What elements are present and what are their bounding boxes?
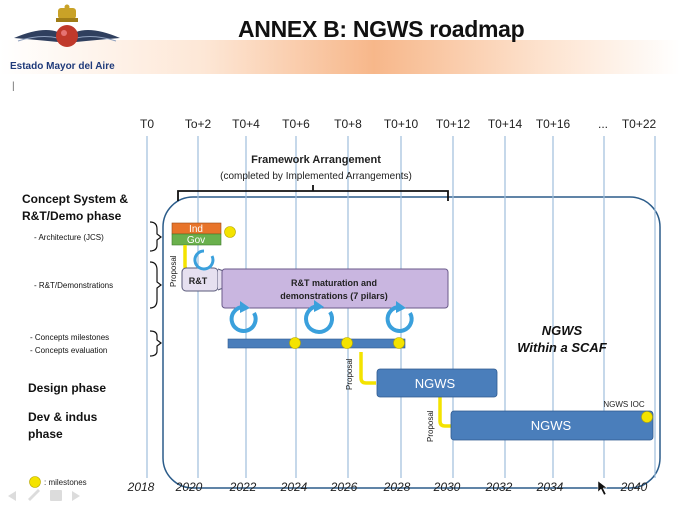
milestone-legend-icon: [29, 476, 41, 488]
dev-phase-label: Dev & indus: [28, 410, 98, 424]
year-label: 2018: [127, 480, 155, 494]
rt-box-label: R&T: [189, 276, 208, 286]
proposal-arrow: [438, 392, 451, 428]
milestones-label: - Concepts milestones: [30, 333, 109, 342]
ngws-dev-label: NGWS: [531, 418, 572, 433]
proposal-label: Proposal: [345, 358, 354, 390]
t-label: T0: [140, 117, 154, 131]
cycle-icon: [229, 304, 258, 333]
proposal-label: Proposal: [169, 255, 178, 287]
ngws-design-label: NGWS: [415, 376, 456, 391]
header-band: [0, 40, 680, 74]
dev-phase-label: phase: [28, 427, 63, 441]
slideshow-toolbar[interactable]: [8, 489, 80, 501]
framework-title: Framework Arrangement: [251, 154, 381, 166]
ind-label: Ind: [189, 224, 203, 235]
year-label: 2024: [280, 480, 308, 494]
year-label: 2040: [620, 480, 648, 494]
organization-name: Estado Mayor del Aire: [10, 61, 115, 72]
pen-icon[interactable]: [28, 489, 40, 501]
milestone-icon: [289, 337, 301, 349]
rt-maturation-label: R&T maturation and: [291, 278, 377, 288]
t-label: T0+12: [436, 117, 471, 131]
milestone-icon: [393, 337, 405, 349]
slide-title: ANNEX B: NGWS roadmap: [238, 16, 525, 42]
cycle-arrowhead-icon: [314, 300, 324, 312]
milestone-icon: [641, 411, 653, 423]
air-force-emblem-icon: [14, 4, 120, 47]
brace: [149, 330, 162, 357]
milestone-icon: [341, 337, 353, 349]
scaf-frame: [162, 196, 661, 489]
t-label: T0+8: [334, 117, 362, 131]
scaf-label: Within a SCAF: [517, 340, 607, 355]
gov-label: Gov: [187, 235, 205, 246]
rt-demo-label: - R&T/Demonstrations: [34, 281, 113, 290]
cycle-icon: [385, 304, 414, 333]
brace: [149, 261, 162, 309]
mouse-pointer-icon: [597, 480, 608, 496]
year-label: 2028: [383, 480, 411, 494]
legend-milestones: : milestones: [44, 478, 87, 487]
phase-concept-title: Concept System &: [22, 192, 128, 206]
ngws-ioc-label: NGWS IOC: [603, 400, 645, 409]
cycle-arrowhead-icon: [396, 301, 406, 313]
architecture-label: - Architecture (JCS): [34, 233, 104, 242]
t-label: T0+10: [384, 117, 419, 131]
year-label: 2020: [175, 480, 203, 494]
previous-slide-icon[interactable]: [8, 491, 16, 501]
year-label: 2030: [433, 480, 461, 494]
menu-icon[interactable]: [50, 490, 62, 501]
scaf-label: NGWS: [542, 323, 583, 338]
ngws-dev-bar: [450, 410, 654, 441]
next-slide-icon[interactable]: [72, 491, 80, 501]
rt-maturation-bar: [221, 268, 449, 309]
t-label: ...: [598, 117, 608, 131]
rt-maturation-label: demonstrations (7 pilars): [280, 291, 388, 301]
cycle-arrowhead-icon: [240, 301, 250, 313]
ngws-design-bar: [376, 368, 498, 398]
proposal-label: Proposal: [426, 410, 435, 442]
framework-bracket: [177, 185, 449, 201]
design-phase-label: Design phase: [28, 381, 106, 395]
text-cursor-mark: |: [12, 81, 15, 92]
t-label: To+2: [185, 117, 212, 131]
year-label: 2022: [229, 480, 257, 494]
milestone-icon: [224, 226, 236, 238]
t-label: T0+4: [232, 117, 260, 131]
slide-header: Estado Mayor del Aire ANNEX B: NGWS road…: [0, 0, 680, 92]
t-label: T0+16: [536, 117, 571, 131]
t-label: T0+6: [282, 117, 310, 131]
framework-subtitle: (completed by Implemented Arrangements): [220, 171, 412, 182]
gov-bar: [171, 233, 222, 246]
year-label: 2034: [536, 480, 564, 494]
proposal-arrow: [359, 352, 376, 385]
brace: [149, 221, 162, 252]
cycle-icon: [193, 249, 215, 271]
year-label: 2032: [485, 480, 513, 494]
evaluation-label: - Concepts evaluation: [30, 346, 107, 355]
year-label: 2026: [330, 480, 358, 494]
t-label: T0+22: [622, 117, 657, 131]
cycle-icon: [304, 304, 334, 334]
t-label: T0+14: [488, 117, 523, 131]
concepts-bar: [227, 338, 406, 349]
phase-concept-title: R&T/Demo phase: [22, 209, 122, 223]
